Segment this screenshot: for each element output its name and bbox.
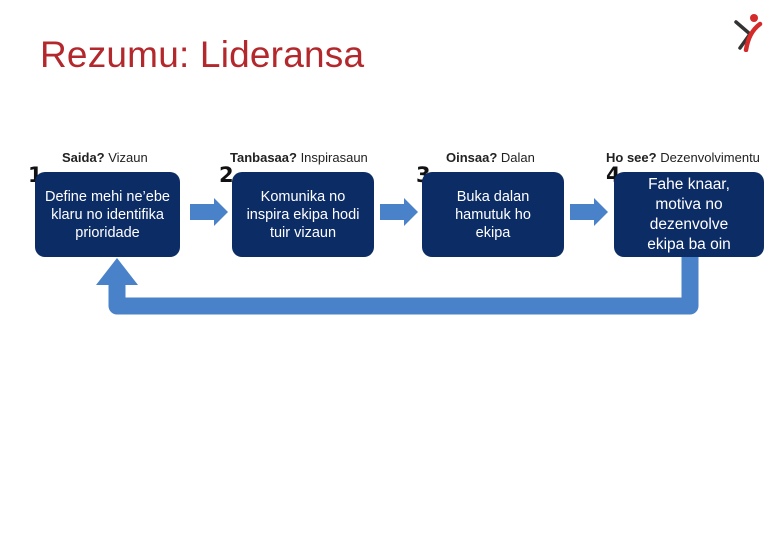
step-header: Oinsaa? Dalan [446, 150, 535, 165]
step-text: Fahe knaar, motiva no dezenvolve ekipa b… [647, 175, 731, 253]
arrow-right-icon [190, 198, 228, 226]
step-header: Saida? Vizaun [62, 150, 148, 165]
step-header: Tanbasaa? Inspirasaun [230, 150, 368, 165]
step-number: 2 [219, 163, 234, 187]
feedback-loop-arrow-icon [96, 256, 699, 315]
step-header: Ho see? Dezenvolvimentu [606, 150, 760, 165]
page-title: Rezumu: Lideransa [40, 34, 365, 75]
logo-icon [734, 14, 763, 52]
arrow-right-icon [380, 198, 418, 226]
step-text: Komunika no inspira ekipa hodi tuir viza… [246, 188, 360, 241]
step-text: Buka dalan hamutuk ho ekipa [455, 188, 531, 241]
arrow-right-icon [570, 198, 608, 226]
step-box: Komunika no inspira ekipa hodi tuir viza… [232, 172, 374, 257]
step-box: Define mehi ne’ebe klaru no identifika p… [35, 172, 180, 257]
step-box: Buka dalan hamutuk ho ekipa [422, 172, 564, 257]
step-text: Define mehi ne’ebe klaru no identifika p… [45, 188, 170, 241]
step-box: Fahe knaar, motiva no dezenvolve ekipa b… [614, 172, 764, 257]
